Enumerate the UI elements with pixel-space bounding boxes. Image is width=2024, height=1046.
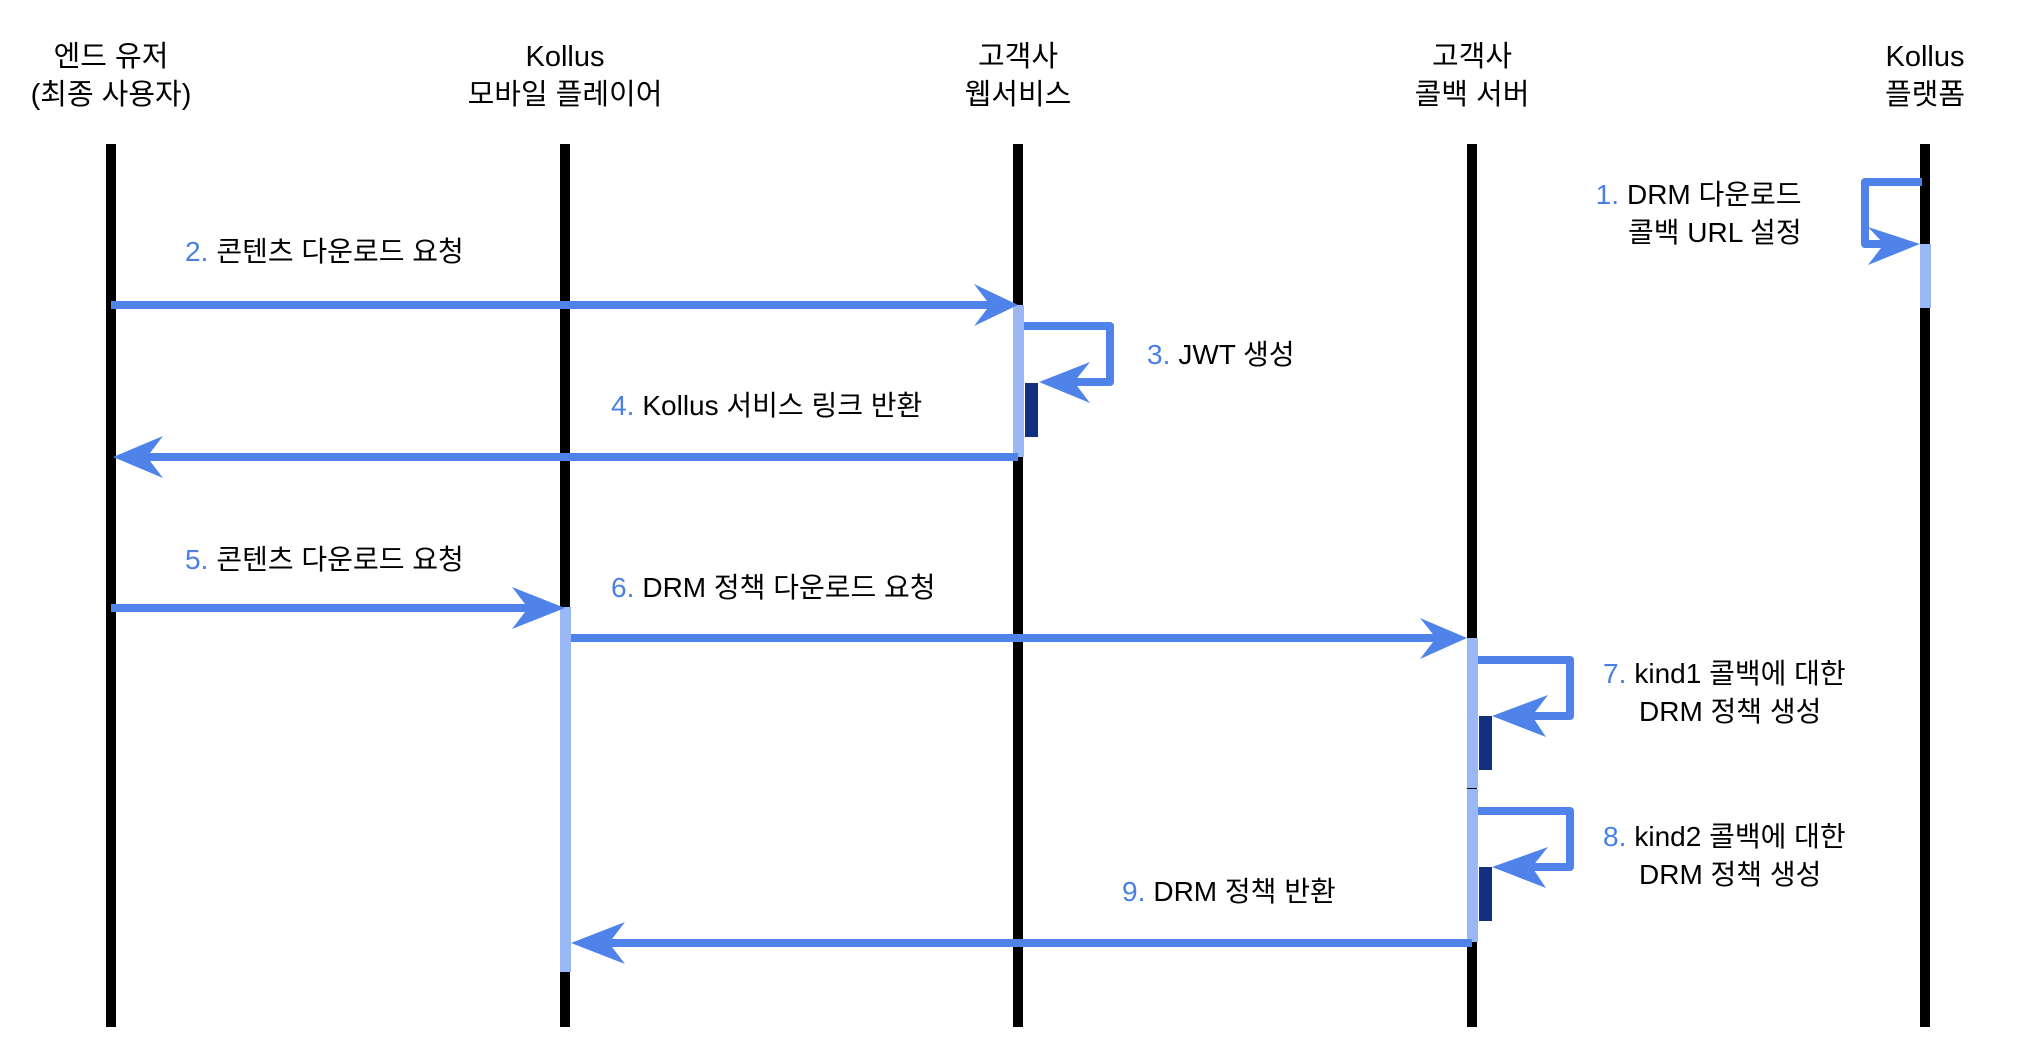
- message-label-3: 3.JWT 생성: [1147, 336, 1295, 374]
- arrow-msg-1: [1861, 178, 1922, 248]
- activation-mobile-player: [560, 607, 571, 972]
- actor-subtitle: (최종 사용자): [30, 79, 192, 111]
- arrowhead-msg-5: [512, 587, 565, 629]
- message-text: Kollus 서비스 링크 반환: [642, 390, 923, 421]
- message-label-9: 9.DRM 정책 반환: [1122, 873, 1336, 911]
- arrow-msg-7: [1478, 656, 1574, 720]
- message-text: DRM 정책 반환: [1153, 876, 1336, 907]
- step-number: 1.: [1595, 179, 1619, 210]
- step-number: 7.: [1603, 658, 1627, 689]
- activations: [560, 244, 1931, 972]
- message-label-6: 6.DRM 정책 다운로드 요청: [611, 569, 936, 607]
- actor-customer-callback-server: 고객사 콜백 서버: [1292, 38, 1652, 114]
- actor-subtitle: 웹서비스: [964, 79, 1072, 111]
- message-text-line2: 콜백 URL 설정: [1628, 217, 1802, 248]
- nested-activation-kind1: [1479, 716, 1492, 770]
- lifeline-end-user: [106, 144, 116, 1027]
- actor-kollus-platform: Kollus 플랫폼: [1745, 38, 2024, 114]
- message-text: 콘텐츠 다운로드 요청: [216, 544, 464, 575]
- message-text-line2: DRM 정책 생성: [1639, 859, 1822, 890]
- arrowhead-msg-8: [1492, 847, 1548, 888]
- arrowhead-msg-6: [1420, 618, 1467, 659]
- message-text: DRM 다운로드: [1626, 179, 1802, 210]
- activation-callback-2: [1467, 789, 1478, 942]
- message-label-4: 4.Kollus 서비스 링크 반환: [611, 387, 922, 425]
- message-text: kind2 콜백에 대한: [1634, 821, 1846, 852]
- arrowhead-msg-7: [1492, 695, 1548, 737]
- nested-activation-kind2: [1479, 867, 1492, 921]
- step-number: 2.: [185, 236, 209, 267]
- message-label-8: 8.kind2 콜백에 대한 DRM 정책 생성: [1603, 818, 1846, 894]
- activation-webservice: [1013, 305, 1024, 457]
- activation-platform: [1920, 244, 1931, 308]
- message-text-line2: DRM 정책 생성: [1639, 696, 1822, 727]
- arrowhead-msg-9: [571, 922, 625, 964]
- nested-activation-jwt: [1025, 383, 1038, 437]
- step-number: 9.: [1122, 876, 1146, 907]
- actor-customer-webservice: 고객사 웹서비스: [838, 38, 1198, 114]
- actor-end-user: 엔드 유저 (최종 사용자): [0, 38, 291, 114]
- message-label-2: 2.콘텐츠 다운로드 요청: [185, 233, 464, 271]
- message-label-7: 7.kind1 콜백에 대한 DRM 정책 생성: [1603, 655, 1846, 731]
- step-number: 4.: [611, 390, 635, 421]
- step-number: 5.: [185, 544, 209, 575]
- lifeline-kollus-platform: [1920, 144, 1930, 1027]
- actor-subtitle: 모바일 플레이어: [467, 79, 663, 111]
- message-label-5: 5.콘텐츠 다운로드 요청: [185, 541, 464, 579]
- arrows: [111, 178, 1922, 947]
- arrow-msg-3: [1024, 322, 1114, 386]
- actor-name: 고객사: [1431, 41, 1513, 73]
- arrowhead-msg-1: [1868, 227, 1920, 265]
- actor-name: Kollus: [525, 41, 605, 73]
- step-number: 6.: [611, 572, 635, 603]
- message-text: DRM 정책 다운로드 요청: [642, 572, 936, 603]
- message-label-1: 1.DRM 다운로드 콜백 URL 설정: [1592, 176, 1802, 252]
- actor-name: 고객사: [977, 41, 1059, 73]
- arrow-msg-8: [1478, 807, 1574, 871]
- nested-activations: [1025, 383, 1492, 921]
- step-number: 8.: [1603, 821, 1627, 852]
- actor-subtitle: 플랫폼: [1884, 79, 1966, 111]
- lifelines: [106, 144, 1930, 1027]
- actor-name: 엔드 유저: [53, 41, 169, 73]
- step-number: 3.: [1147, 339, 1171, 370]
- arrowheads: [113, 227, 1920, 964]
- message-text: JWT 생성: [1178, 339, 1295, 370]
- lifeline-customer-callback-server: [1467, 144, 1477, 1027]
- actor-mobile-player: Kollus 모바일 플레이어: [385, 38, 745, 114]
- actor-subtitle: 콜백 서버: [1414, 79, 1530, 111]
- arrowhead-msg-4: [113, 436, 163, 478]
- actor-name: Kollus: [1885, 41, 1965, 73]
- lifeline-customer-webservice: [1013, 144, 1023, 1027]
- lifeline-mobile-player: [560, 144, 570, 1027]
- activation-callback-1: [1467, 638, 1478, 788]
- arrowhead-msg-2: [974, 284, 1018, 326]
- arrowhead-msg-3: [1039, 362, 1090, 403]
- message-text: kind1 콜백에 대한: [1634, 658, 1846, 689]
- message-text: 콘텐츠 다운로드 요청: [216, 236, 464, 267]
